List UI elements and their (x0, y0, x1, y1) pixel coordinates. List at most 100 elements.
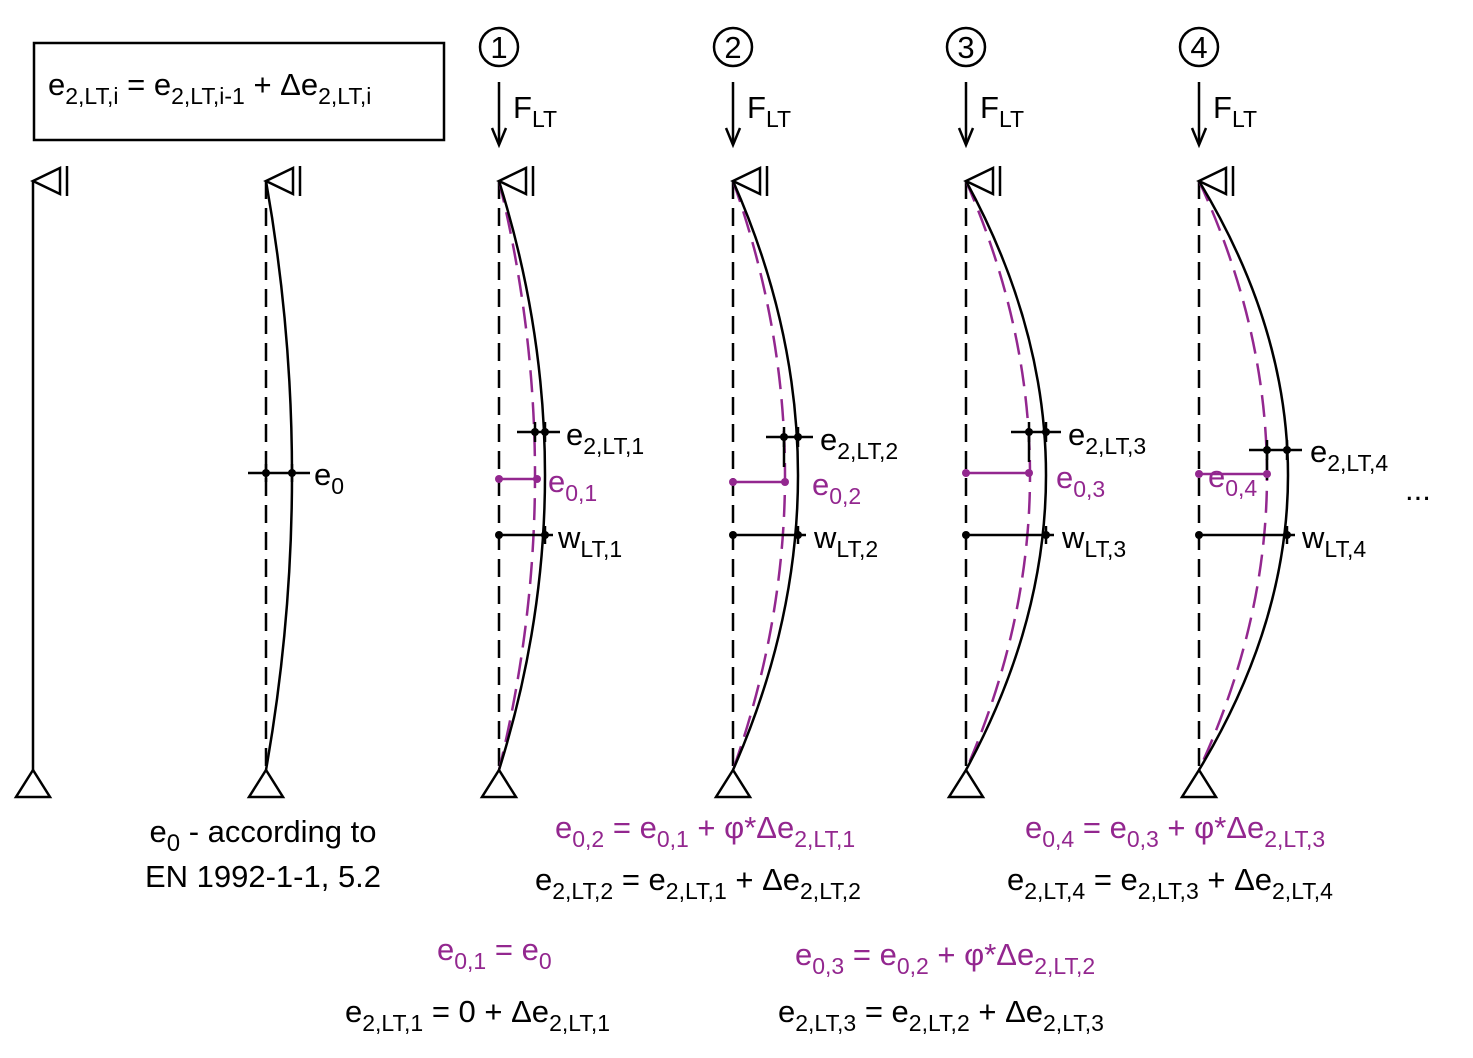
note-line-1-subscript: 0 (167, 830, 180, 857)
equation-e2lt2-subscript: 2,LT,2 (800, 878, 861, 904)
imperfection-curve (731, 180, 787, 771)
equation-e2lt2: e2,LT,2 = e2,LT,1 + Δe2,LT,2 (535, 862, 861, 904)
imperfection-curve (964, 180, 1032, 771)
deflected-curve (731, 180, 800, 771)
e0-label-subscript: 0,4 (1225, 475, 1257, 501)
equation-e2lt4-text: = e (1085, 862, 1138, 897)
e2-label-subscript: 2,LT,2 (837, 438, 898, 464)
equation-e2lt2-subscript: 2,LT,1 (666, 878, 727, 904)
note-line-1-text: e (149, 814, 166, 849)
top-support-icon (1196, 166, 1235, 196)
e0-label-text: e (1208, 459, 1225, 494)
equation-e2lt1-subscript: 2,LT,1 (362, 1010, 423, 1036)
equation-e01-subscript: 0,1 (454, 948, 486, 974)
imperfection-curve (497, 180, 537, 771)
equation-e2lt3: e2,LT,3 = e2,LT,2 + Δe2,LT,3 (778, 994, 1104, 1036)
equation-e02: e0,2 = e0,1 + φ*Δe2,LT,1 (555, 810, 855, 852)
e2-label: e2,LT,3 (1068, 417, 1146, 459)
equation-e03-text: e (795, 937, 812, 972)
formula-box-text: e2,LT,i = e2,LT,i-1 + Δe2,LT,i (48, 67, 371, 109)
equation-e04-text: + φ*Δe (1159, 810, 1264, 845)
equation-e03-subscript: 2,LT,2 (1034, 953, 1095, 979)
force-label-text: F (513, 90, 532, 125)
e0-label-subscript: 0,1 (565, 480, 597, 506)
force-label: FLT (747, 90, 791, 132)
bottom-support-icon (946, 767, 986, 799)
formula-box-text-subscript: 2,LT,i-1 (171, 83, 245, 109)
equation-e03-text: = e (844, 937, 897, 972)
force-label-subscript: LT (532, 106, 557, 132)
e0-label-text: e (1056, 460, 1073, 495)
equation-e2lt3-text: + Δe (970, 994, 1043, 1029)
force-label-text: F (980, 90, 999, 125)
equation-e04-subscript: 0,4 (1042, 826, 1074, 852)
equation-e2lt4-subscript: 2,LT,4 (1272, 878, 1333, 904)
top-support-icon (263, 166, 302, 196)
equation-e2lt1-text: = 0 + Δe (423, 994, 549, 1029)
e2-label-text: e (566, 417, 583, 452)
equation-e04: e0,4 = e0,3 + φ*Δe2,LT,3 (1025, 810, 1325, 852)
w-label-subscript: LT,3 (1084, 536, 1126, 562)
w-label-text: w (1301, 520, 1325, 555)
w-label: wLT,4 (1301, 520, 1366, 562)
column-step-4: 4 (1178, 26, 1302, 799)
equation-e2lt4-subscript: 2,LT,4 (1024, 878, 1085, 904)
force-label-subscript: LT (999, 106, 1024, 132)
force-arrow-icon (1190, 82, 1208, 149)
equation-e2lt3-subscript: 2,LT,3 (795, 1010, 856, 1036)
step-number: 3 (957, 30, 974, 65)
w-label: wLT,3 (1061, 520, 1126, 562)
deflected-curve (497, 180, 547, 771)
step-number-badge: 4 (1178, 26, 1220, 68)
equation-e01-subscript: 0 (539, 948, 552, 974)
e0-label-text: e (812, 467, 829, 502)
equation-e2lt3-text: e (778, 994, 795, 1029)
step-number: 4 (1190, 30, 1207, 65)
equation-e2lt1-subscript: 2,LT,1 (549, 1010, 610, 1036)
note-line-2: EN 1992-1-1, 5.2 (145, 859, 381, 894)
w-label-text: w (557, 520, 581, 555)
force-label: FLT (513, 90, 557, 132)
equation-e2lt1: e2,LT,1 = 0 + Δe2,LT,1 (345, 994, 610, 1036)
note-line-1-text: - according to (180, 814, 376, 849)
initial-imperfection-label-text: e (314, 457, 331, 492)
formula-box-text-text: + Δe (245, 67, 318, 102)
note-line-1: e0 - according to (149, 814, 376, 857)
equation-e2lt3-subscript: 2,LT,3 (1043, 1010, 1104, 1036)
step-number-badge: 2 (712, 26, 754, 68)
e2-label-text: e (1310, 434, 1327, 469)
equation-e04-subscript: 0,3 (1127, 826, 1159, 852)
w-label-text: w (1061, 520, 1085, 555)
top-support-icon (730, 166, 769, 196)
formula-box-text-text: = e (119, 67, 172, 102)
force-label-text: F (1213, 90, 1232, 125)
w-label: wLT,2 (813, 520, 878, 562)
equation-e2lt2-subscript: 2,LT,2 (552, 878, 613, 904)
equation-e01: e0,1 = e0 (437, 932, 552, 974)
equation-e2lt3-text: = e (856, 994, 909, 1029)
column-step-3: 3 (945, 26, 1061, 799)
equation-e04-text: e (1025, 810, 1042, 845)
equation-e2lt4-text: e (1007, 862, 1024, 897)
top-support-icon (30, 166, 69, 196)
equation-e2lt3-subscript: 2,LT,2 (909, 1010, 970, 1036)
equation-e02-subscript: 2,LT,1 (794, 826, 855, 852)
column-straight (13, 166, 69, 799)
equation-e2lt4: e2,LT,4 = e2,LT,3 + Δe2,LT,4 (1007, 862, 1333, 904)
formula-box-text-subscript: 2,LT,i (318, 83, 371, 109)
force-arrow-icon (490, 82, 508, 149)
equation-e03: e0,3 = e0,2 + φ*Δe2,LT,2 (795, 937, 1095, 979)
equation-e01-text: e (437, 932, 454, 967)
force-label: FLT (1213, 90, 1257, 132)
e0-label: e0,4 (1208, 459, 1257, 501)
bottom-support-icon (1179, 767, 1219, 799)
ellipsis: ... (1405, 472, 1431, 507)
equation-e2lt4-text: + Δe (1199, 862, 1272, 897)
note-line-2-text: EN 1992-1-1, 5.2 (145, 859, 381, 894)
top-support-icon (963, 166, 1002, 196)
column-step-1: 1 (478, 26, 560, 799)
column-step-2: 2 (712, 26, 813, 799)
bottom-support-icon (713, 767, 753, 799)
e0-label-text: e (548, 464, 565, 499)
w-label-subscript: LT,1 (580, 536, 622, 562)
